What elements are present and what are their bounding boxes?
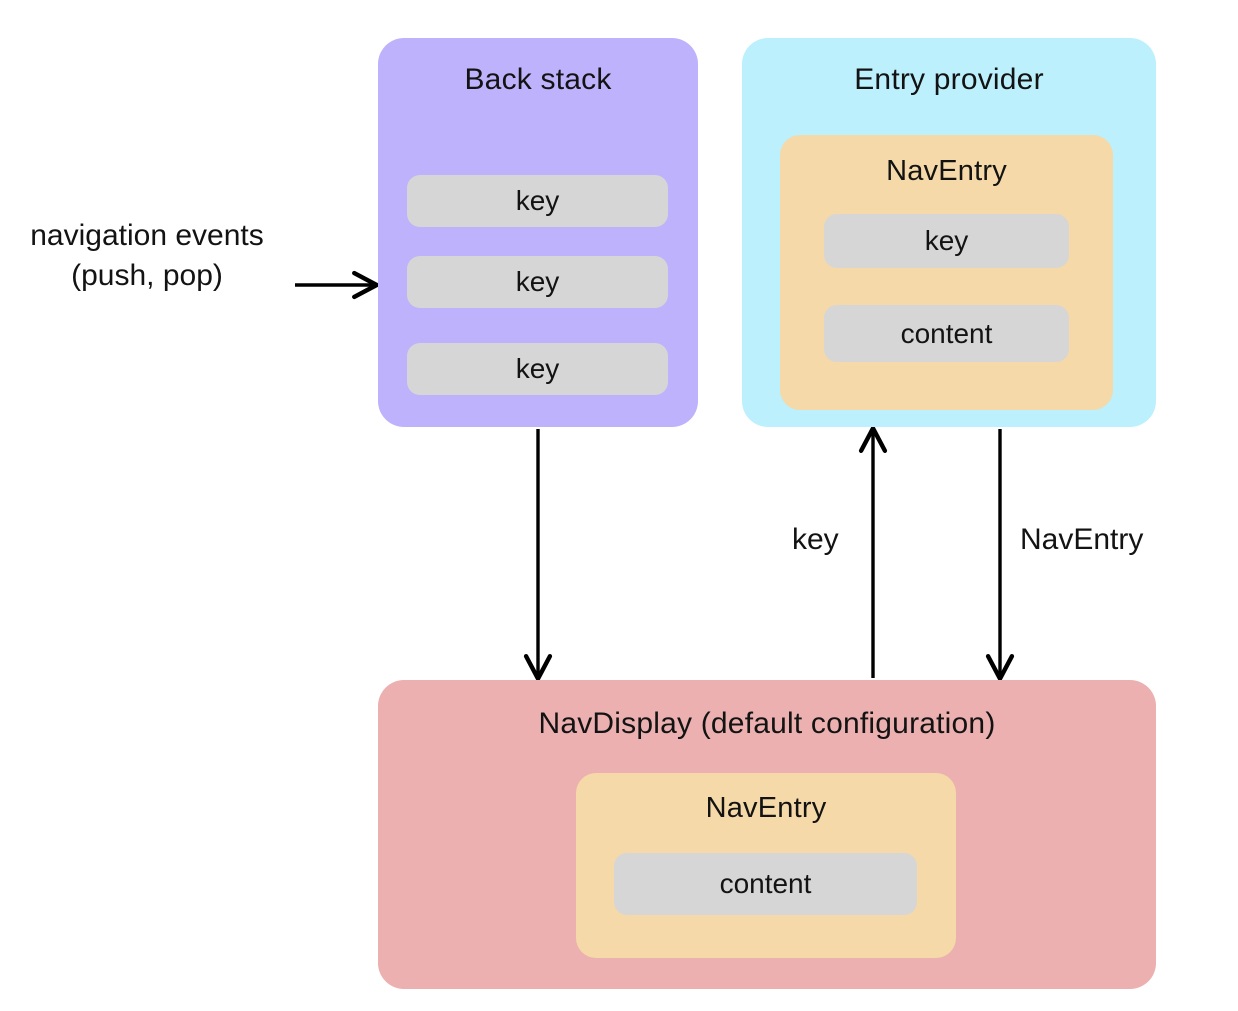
back-stack-title: Back stack bbox=[464, 63, 612, 96]
entry-provider-nav-entry-box: NavEntry key content bbox=[780, 135, 1113, 410]
entry-provider-content-chip[interactable]: content bbox=[824, 305, 1069, 362]
nav-display-box: NavDisplay (default configuration) NavEn… bbox=[378, 680, 1156, 989]
nav-entry-title: NavEntry bbox=[886, 155, 1007, 187]
chip-label: content bbox=[900, 317, 993, 349]
arrow-label-key: key bbox=[792, 523, 839, 556]
back-stack-box: Back stack key key key bbox=[378, 38, 698, 427]
back-stack-key-chip-1[interactable]: key bbox=[407, 175, 668, 227]
chip-label: key bbox=[924, 225, 969, 256]
back-stack-key-chip-2[interactable]: key bbox=[407, 256, 668, 308]
chip-label: key bbox=[515, 266, 560, 297]
entry-provider-key-chip[interactable]: key bbox=[824, 214, 1069, 268]
chip-label: key bbox=[515, 185, 560, 216]
chip-label: key bbox=[515, 353, 560, 384]
back-stack-key-chip-3[interactable]: key bbox=[407, 343, 668, 395]
entry-provider-title: Entry provider bbox=[854, 63, 1044, 96]
nav-entry-title: NavEntry bbox=[705, 792, 827, 824]
nav-display-content-chip[interactable]: content bbox=[614, 853, 917, 915]
nav-display-title: NavDisplay (default configuration) bbox=[538, 707, 996, 740]
nav-display-nav-entry-box: NavEntry content bbox=[576, 773, 956, 958]
chip-label: content bbox=[719, 868, 812, 899]
entry-provider-box: Entry provider NavEntry key content bbox=[742, 38, 1156, 427]
arrow-label-naventry: NavEntry bbox=[1020, 523, 1144, 556]
navigation-events-label: navigation events (push, pop) bbox=[30, 219, 264, 292]
